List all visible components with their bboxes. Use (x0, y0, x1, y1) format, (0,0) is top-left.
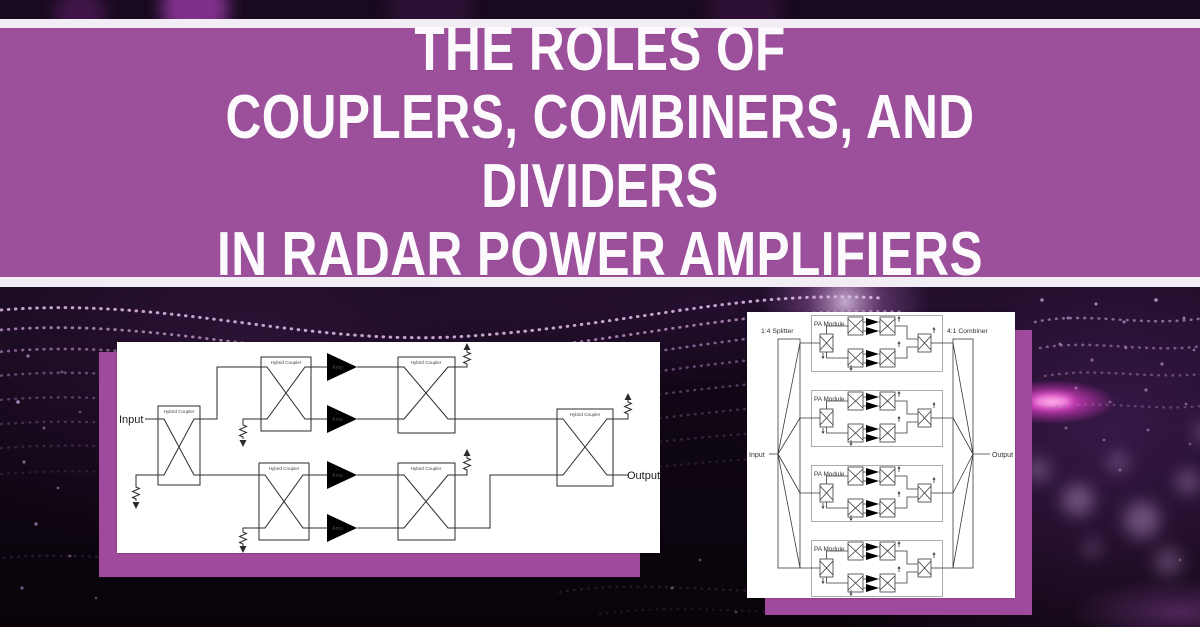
termination-arrow-icon (463, 449, 471, 456)
coupler-label: Hybrid Coupler (570, 412, 601, 417)
title-line-1: THE ROLES OF (414, 15, 786, 85)
termination-wire (455, 366, 468, 368)
wire (309, 474, 398, 529)
page-title: THE ROLES OF COUPLERS, COMBINERS, AND DI… (120, 15, 1080, 289)
amp-label: Amp (332, 526, 343, 532)
particle-dots (16, 298, 1196, 614)
combiner-label: 4:1 Combiner (947, 328, 989, 335)
wire (200, 366, 261, 420)
termination-arrow-icon (463, 343, 471, 350)
amp-label: Amp (332, 365, 343, 371)
divider-line-bottom (0, 277, 1200, 287)
hybrid-coupler-symbol: Hybrid Coupler (258, 462, 310, 541)
resistor-symbol (624, 399, 632, 417)
termination-wire (613, 416, 629, 420)
combiner-symbol (952, 338, 974, 569)
combined-pa-card: PA Module (747, 312, 1015, 598)
resistor-symbol (132, 484, 140, 502)
splitter-symbol (777, 338, 801, 569)
hybrid-coupler-symbol: Hybrid Coupler (157, 405, 201, 486)
termination-wire (455, 472, 468, 476)
pa-module-1 (811, 316, 943, 372)
hybrid-coupler-symbol: Hybrid Coupler (260, 356, 312, 432)
hybrid-coupler-symbol: Hybrid Coupler (397, 356, 456, 434)
pa-module-2 (811, 391, 943, 447)
bokeh-blobs (1026, 423, 1200, 576)
termination-wire (135, 474, 158, 485)
hybrid-coupler-symbol: Hybrid Coupler (556, 408, 614, 487)
title-banner: THE ROLES OF COUPLERS, COMBINERS, AND DI… (0, 15, 1200, 288)
pa-module-3 (811, 466, 943, 522)
coupler-label: Hybrid Coupler (411, 466, 442, 471)
coupler-label: Hybrid Coupler (411, 360, 442, 365)
bottom-haze (1070, 578, 1200, 627)
balanced-amplifier-diagram: Input Hybrid Coupler Hybrid Coupler (119, 343, 660, 553)
amplifier-symbol: Amp (327, 461, 357, 489)
combiner-input-wires (943, 342, 953, 569)
divider-line-top (0, 19, 1200, 28)
magenta-glow-core (1032, 395, 1072, 407)
title-line-2: COUPLERS, COMBINERS, AND DIVIDERS (225, 83, 975, 221)
pa-module-4 (811, 541, 943, 597)
right-output-label: Output (992, 452, 1013, 459)
amplifier-symbol: Amp (327, 514, 357, 542)
amp-label: Amp (332, 417, 343, 423)
coupler-label: Hybrid Coupler (271, 360, 302, 365)
resistor-symbol (463, 349, 471, 367)
ground-arrow-icon (239, 440, 247, 447)
wire (455, 474, 557, 529)
left-output-label: Output (627, 470, 660, 482)
ground-arrow-icon (239, 546, 247, 553)
termination-arrow-icon (624, 393, 632, 400)
resistor-symbol (463, 455, 471, 473)
splitter-output-wires (800, 342, 811, 569)
amplifier-symbol: Amp (327, 405, 357, 433)
termination-wire (242, 418, 261, 423)
termination-wire (242, 527, 259, 530)
amp-label: Amp (332, 473, 343, 479)
resistor-symbol (239, 529, 247, 547)
hybrid-coupler-symbol: Hybrid Coupler (397, 462, 456, 541)
coupler-label: Hybrid Coupler (164, 409, 195, 414)
power-amplifier-combining-diagram: PA Module (749, 312, 1013, 598)
coupler-label: Hybrid Coupler (269, 466, 300, 471)
splitter-label: 1:4 Splitter (761, 328, 794, 335)
resistor-symbol (239, 422, 247, 440)
left-input-label: Input (119, 414, 143, 426)
ground-arrow-icon (132, 502, 140, 509)
title-line-3: IN RADAR POWER AMPLIFIERS (217, 219, 983, 289)
right-input-label: Input (749, 452, 765, 459)
balanced-amplifier-card: Input Hybrid Coupler Hybrid Coupler (117, 342, 660, 553)
amplifier-symbol: Amp (327, 353, 357, 381)
wire (311, 366, 398, 420)
